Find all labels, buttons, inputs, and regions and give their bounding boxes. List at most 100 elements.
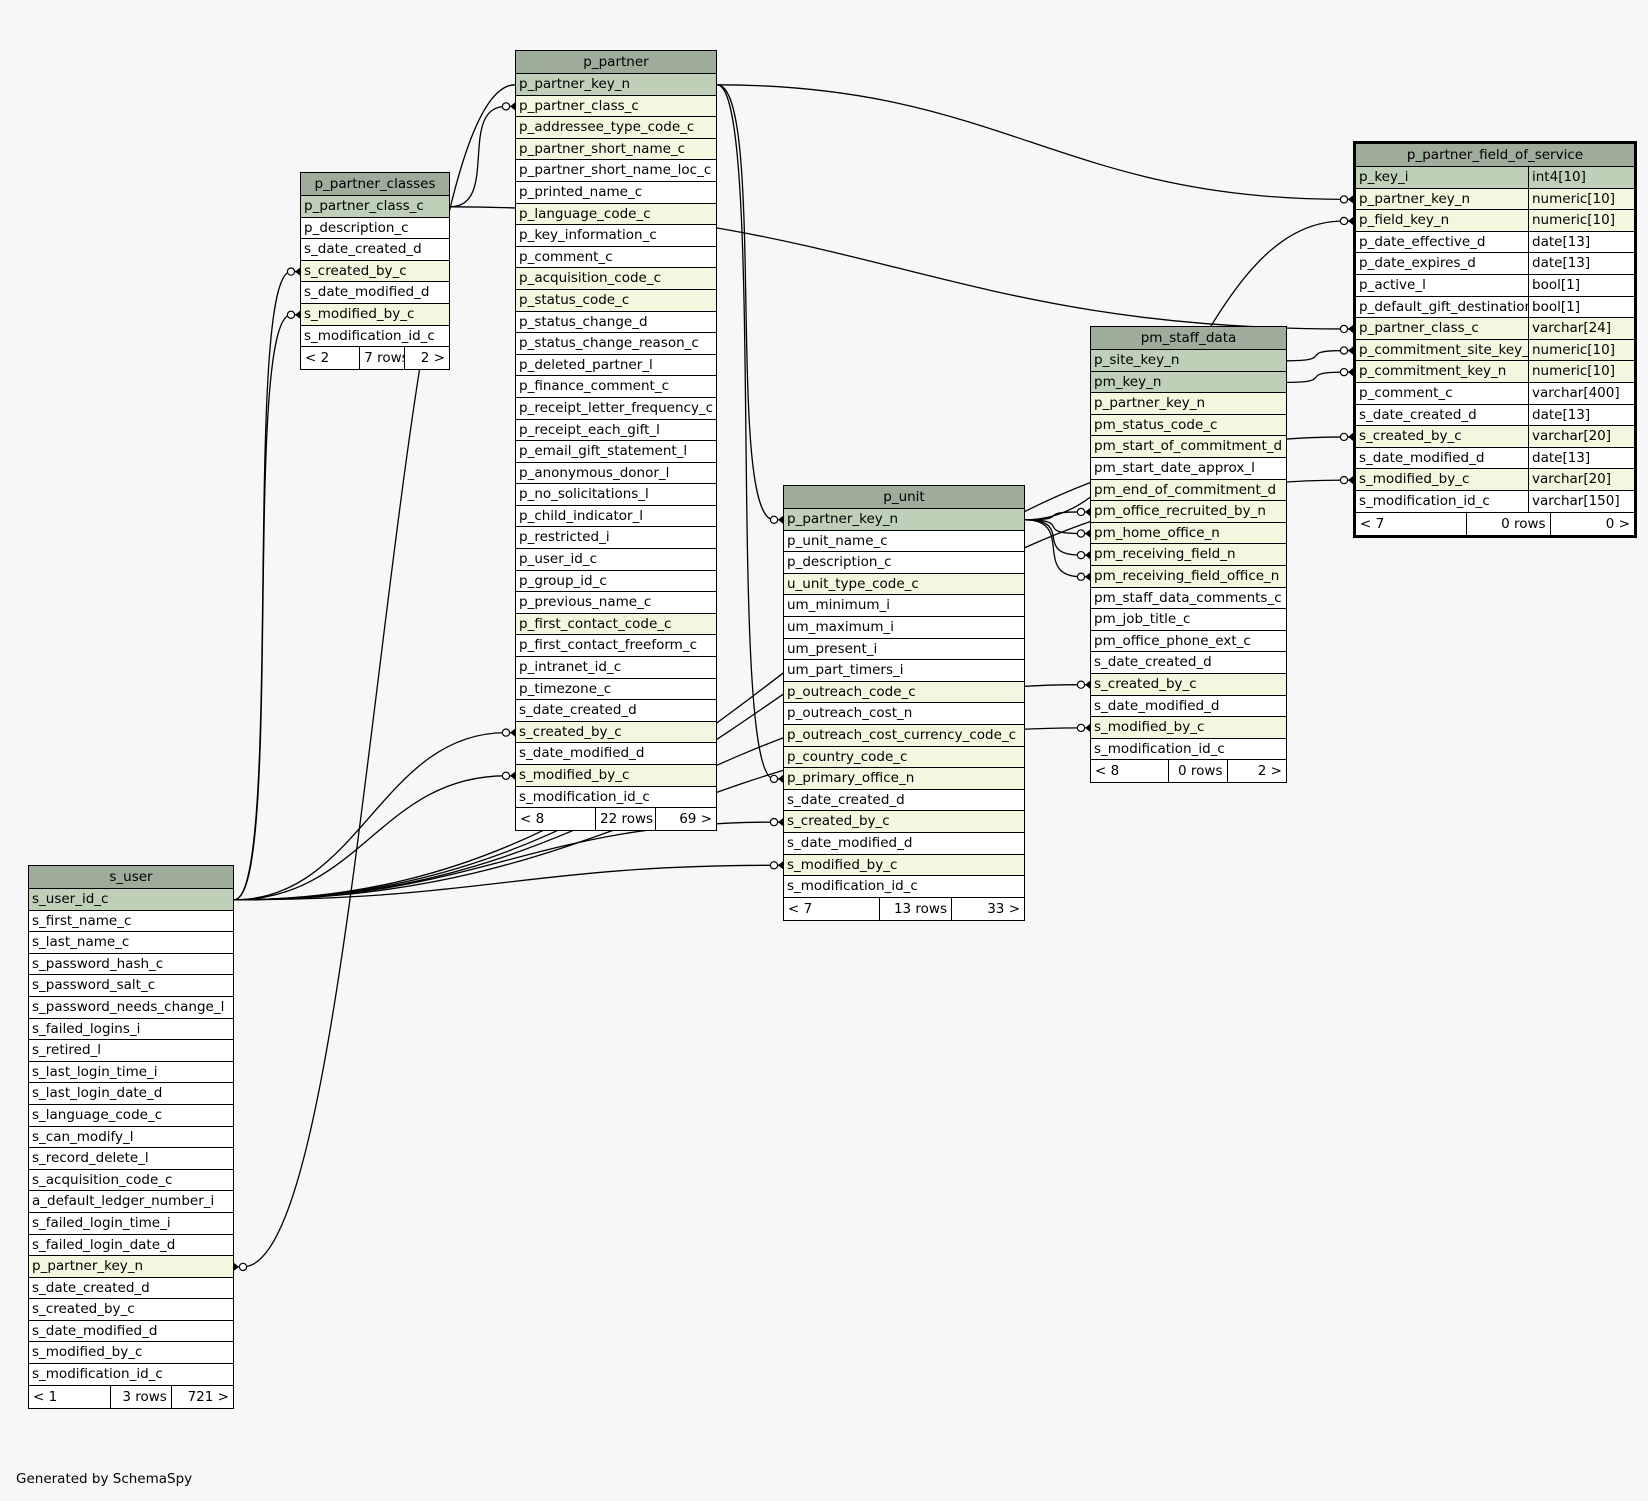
column-row-p-restricted-i[interactable]: p_restricted_i [516, 527, 716, 550]
column-row-p-anonymous-donor-l[interactable]: p_anonymous_donor_l [516, 462, 716, 485]
column-row-p-receipt-letter-frequency-c[interactable]: p_receipt_letter_frequency_c [516, 397, 716, 420]
column-row-s-failed-login-time-i[interactable]: s_failed_login_time_i [29, 1212, 233, 1235]
column-row-s-password-salt-c[interactable]: s_password_salt_c [29, 975, 233, 997]
column-row-s-password-needs-change-l[interactable]: s_password_needs_change_l [29, 996, 233, 1019]
column-row-s-acquisition-code-c[interactable]: s_acquisition_code_c [29, 1169, 233, 1192]
table-title[interactable]: p_partner [516, 51, 716, 74]
column-row-s-date-created-d[interactable]: s_date_created_d [784, 789, 1024, 812]
column-row-p-status-change-d[interactable]: p_status_change_d [516, 311, 716, 334]
column-row-a-default-ledger-number-i[interactable]: a_default_ledger_number_i [29, 1191, 233, 1213]
column-row-p-country-code-c[interactable]: p_country_code_c [784, 746, 1024, 769]
column-row-p-unit-name-c[interactable]: p_unit_name_c [784, 530, 1024, 553]
column-row-p-printed-name-c[interactable]: p_printed_name_c [516, 181, 716, 204]
column-row-p-site-key-n[interactable]: p_site_key_n [1091, 350, 1286, 372]
column-row-s-modification-id-c[interactable]: s_modification_id_c [784, 876, 1024, 898]
column-row-s-modified-by-c[interactable]: s_modified_by_c [29, 1342, 233, 1365]
column-row-s-created-by-c[interactable]: s_created_by_c [516, 721, 716, 744]
column-row-s-retired-l[interactable]: s_retired_l [29, 1040, 233, 1062]
column-row-um-present-i[interactable]: um_present_i [784, 638, 1024, 661]
parent-count[interactable]: < 7 [1356, 512, 1468, 535]
column-row-s-password-hash-c[interactable]: s_password_hash_c [29, 953, 233, 976]
column-row-s-modified-by-c[interactable]: s_modified_by_c [301, 303, 449, 326]
column-row-s-modified-by-c[interactable]: s_modified_by_c [1091, 717, 1286, 739]
column-row-p-email-gift-statement-l[interactable]: p_email_gift_statement_l [516, 441, 716, 463]
column-row-pm-end-of-commitment-d[interactable]: pm_end_of_commitment_d [1091, 479, 1286, 502]
column-row-p-key-information-c[interactable]: p_key_information_c [516, 225, 716, 247]
column-row-p-partner-key-n[interactable]: p_partner_key_n [1091, 393, 1286, 415]
column-row-pm-key-n[interactable]: pm_key_n [1091, 371, 1286, 394]
column-row-p-outreach-code-c[interactable]: p_outreach_code_c [784, 681, 1024, 704]
column-row-p-partner-class-c[interactable]: p_partner_class_c [301, 196, 449, 218]
column-row-p-intranet-id-c[interactable]: p_intranet_id_c [516, 657, 716, 679]
column-row-s-last-login-date-d[interactable]: s_last_login_date_d [29, 1083, 233, 1105]
column-row-s-date-created-d[interactable]: s_date_created_d [29, 1277, 233, 1300]
column-row-s-date-modified-d[interactable]: s_date_modified_d [29, 1320, 233, 1343]
column-row-um-minimum-i[interactable]: um_minimum_i [784, 595, 1024, 617]
parent-count[interactable]: < 7 [784, 897, 880, 920]
parent-count[interactable]: < 8 [516, 808, 596, 831]
column-row-p-addressee-type-code-c[interactable]: p_addressee_type_code_c [516, 117, 716, 139]
table-title[interactable]: p_partner_field_of_service [1356, 144, 1634, 167]
column-row-s-date-modified-d[interactable]: s_date_modified_d [516, 743, 716, 765]
column-row-p-child-indicator-l[interactable]: p_child_indicator_l [516, 505, 716, 528]
column-row-s-date-modified-d[interactable]: s_date_modified_d [301, 282, 449, 304]
column-row-s-created-by-c[interactable]: s_created_by_c [1091, 673, 1286, 696]
column-row-p-description-c[interactable]: p_description_c [301, 217, 449, 240]
table-title[interactable]: p_unit [784, 486, 1024, 509]
column-row-p-user-id-c[interactable]: p_user_id_c [516, 549, 716, 571]
column-row-p-timezone-c[interactable]: p_timezone_c [516, 678, 716, 701]
column-row-p-partner-class-c[interactable]: p_partner_class_c [516, 95, 716, 118]
column-row-s-modified-by-c[interactable]: s_modified_by_c [784, 854, 1024, 877]
column-row-p-acquisition-code-c[interactable]: p_acquisition_code_c [516, 268, 716, 290]
column-row-p-status-code-c[interactable]: p_status_code_c [516, 289, 716, 312]
column-row-p-no-solicitations-l[interactable]: p_no_solicitations_l [516, 484, 716, 506]
column-row-p-partner-key-n[interactable]: p_partner_key_n [516, 74, 716, 96]
column-row-p-previous-name-c[interactable]: p_previous_name_c [516, 592, 716, 614]
column-row-p-partner-short-name-c[interactable]: p_partner_short_name_c [516, 138, 716, 161]
column-row-s-modification-id-c[interactable]: s_modification_id_c [1091, 738, 1286, 761]
column-row-pm-staff-data-comments-c[interactable]: pm_staff_data_comments_c [1091, 587, 1286, 610]
column-row-um-maximum-i[interactable]: um_maximum_i [784, 616, 1024, 639]
column-row-s-date-created-d[interactable]: s_date_created_d [1091, 652, 1286, 674]
child-count[interactable]: 721 > [187, 1388, 229, 1405]
child-count[interactable]: 2 > [1257, 763, 1282, 780]
column-row-pm-status-code-c[interactable]: pm_status_code_c [1091, 414, 1286, 437]
column-row-s-date-modified-d[interactable]: s_date_modified_d [784, 832, 1024, 855]
table-title[interactable]: p_partner_classes [301, 173, 449, 196]
column-row-s-can-modify-l[interactable]: s_can_modify_l [29, 1126, 233, 1149]
column-row-s-last-name-c[interactable]: s_last_name_c [29, 932, 233, 954]
column-row-p-status-change-reason-c[interactable]: p_status_change_reason_c [516, 333, 716, 355]
column-row-s-created-by-c[interactable]: s_created_by_c [784, 811, 1024, 833]
column-row-s-date-created-d[interactable]: s_date_created_d [516, 700, 716, 722]
column-row-u-unit-type-code-c[interactable]: u_unit_type_code_c [784, 573, 1024, 596]
column-row-p-group-id-c[interactable]: p_group_id_c [516, 570, 716, 593]
column-row-p-partner-key-n[interactable]: p_partner_key_n [784, 509, 1024, 531]
column-row-s-modification-id-c[interactable]: s_modification_id_c [516, 786, 716, 809]
column-row-pm-start-date-approx-l[interactable]: pm_start_date_approx_l [1091, 457, 1286, 480]
parent-count[interactable]: < 2 [301, 347, 361, 370]
child-count[interactable]: 0 > [1605, 515, 1630, 532]
column-row-p-first-contact-freeform-c[interactable]: p_first_contact_freeform_c [516, 635, 716, 658]
child-count[interactable]: 69 > [679, 811, 712, 828]
column-row-um-part-timers-i[interactable]: um_part_timers_i [784, 660, 1024, 682]
column-row-pm-office-recruited-by-n[interactable]: pm_office_recruited_by_n [1091, 501, 1286, 523]
